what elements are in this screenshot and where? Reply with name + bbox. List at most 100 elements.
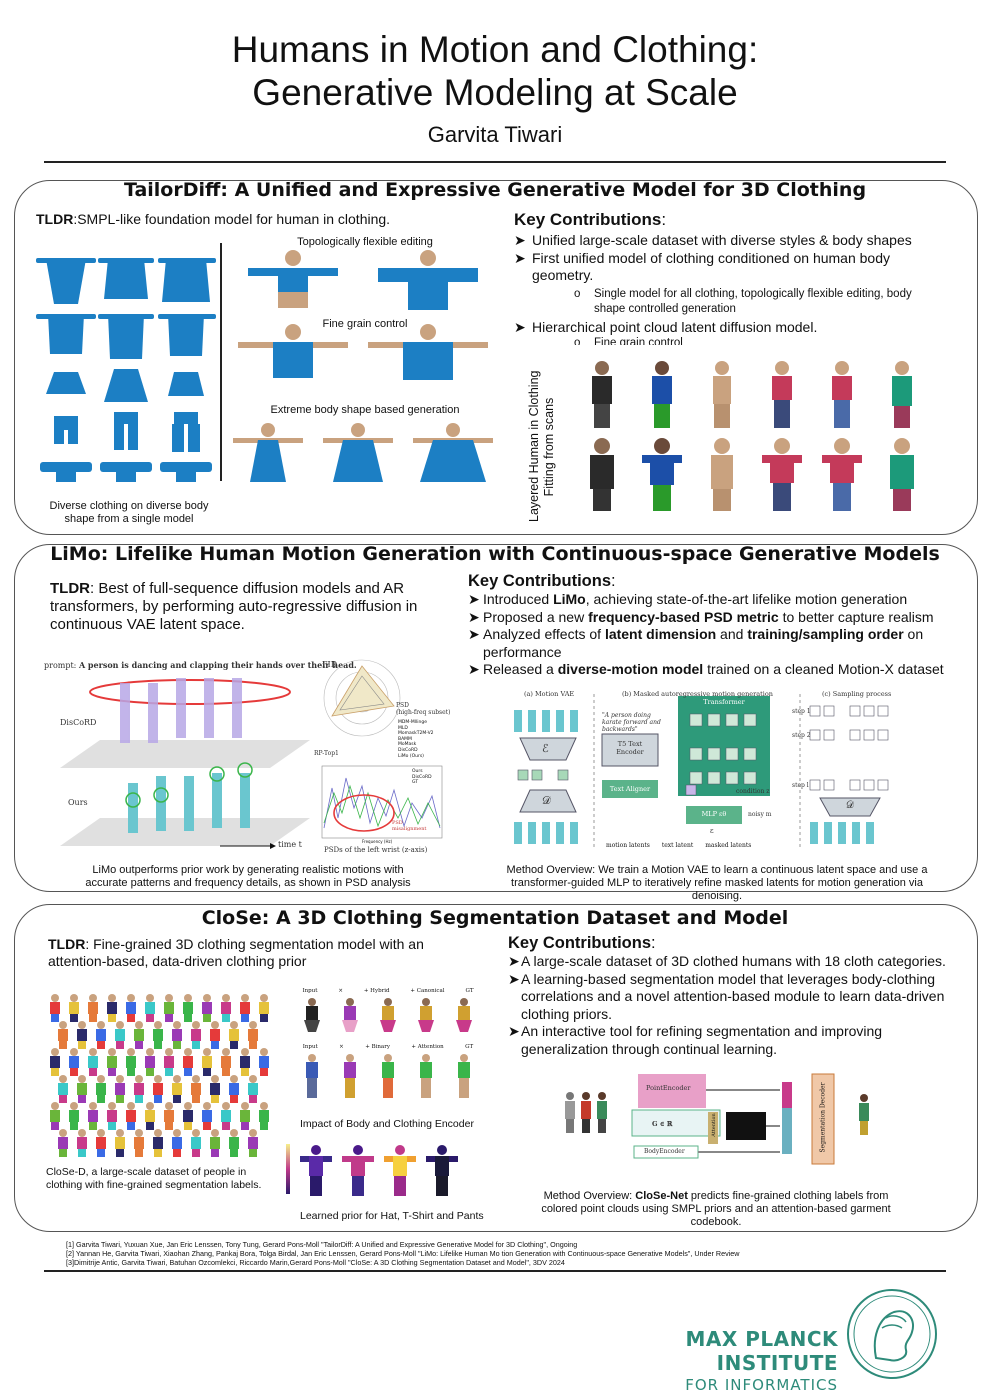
crowd-person-legs <box>78 1149 86 1157</box>
crowd-person-legs <box>146 1014 154 1022</box>
crowd-person <box>221 1056 231 1068</box>
section2-kc-item-4: ➤Released a diverse-motion model trained… <box>468 661 944 677</box>
section3-kc-item-3: ➤An interactive tool for refining segmen… <box>508 1023 883 1057</box>
crowd-person-legs <box>127 1122 135 1130</box>
crowd-person-head <box>97 1075 105 1083</box>
label-extreme: Extreme body shape based generation <box>270 404 460 416</box>
crowd-person-legs <box>135 1149 143 1157</box>
section2-contributions: Key Contributions: ➤Introduced LiMo, ach… <box>468 572 968 679</box>
crowd-person-head <box>249 1021 257 1029</box>
crowd-person-head <box>203 1048 211 1056</box>
crowd-person <box>77 1083 87 1095</box>
crowd-person <box>77 1029 87 1041</box>
crowd-person-head <box>59 1075 67 1083</box>
crowd-person-legs <box>116 1149 124 1157</box>
reference-3: [3]Dimitrije Antic, Garvita Tiwari, Batu… <box>66 1258 565 1267</box>
crowd-person <box>107 1002 117 1014</box>
crowd-person-legs <box>222 1014 230 1022</box>
metrics-figure: FID PSD(high-freq subset) RP-Top1 MDM-Ml… <box>312 658 462 858</box>
section1-title: TailorDiff: A Unified and Expressive Gen… <box>123 179 867 201</box>
crowd-person-legs <box>211 1041 219 1049</box>
section1-divider <box>220 243 222 481</box>
crowd-person-head <box>173 1021 181 1029</box>
vertical-label-box: Layered Human in Clothing Fitting from s… <box>525 370 565 522</box>
crowd-person-head <box>154 1075 162 1083</box>
psd-xlabel: Frequency (Hz) <box>362 839 393 844</box>
crowd-person-head <box>78 1075 86 1083</box>
fig-cond: condition z <box>736 788 770 795</box>
crowd-person-legs <box>146 1122 154 1130</box>
crowd-person-legs <box>173 1041 181 1049</box>
crowd-person-head <box>203 994 211 1002</box>
limo-method-figure: (a) Motion VAE (b) Masked autoregressive… <box>510 690 950 855</box>
crowd-person-legs <box>249 1149 257 1157</box>
crowd-person-legs <box>203 1014 211 1022</box>
garment-grid-figure <box>36 258 216 482</box>
fig-step-2: step 2 <box>792 732 811 739</box>
crowd-person <box>240 1002 250 1014</box>
crowd-person-legs <box>211 1095 219 1103</box>
crowd-person <box>202 1056 212 1068</box>
layered-humans-figure <box>590 361 914 511</box>
crowd-person-legs <box>108 1014 116 1022</box>
crowd-person-head <box>108 1048 116 1056</box>
crowd-person-legs <box>146 1068 154 1076</box>
crowd-person <box>50 1110 60 1122</box>
crowd-person <box>58 1029 68 1041</box>
crowd-person <box>172 1083 182 1095</box>
crowd-person <box>126 1110 136 1122</box>
crowd-person <box>88 1110 98 1122</box>
label-time: time t <box>278 840 302 849</box>
section2-kc-item-1: ➤Introduced LiMo, achieving state-of-the… <box>468 591 908 607</box>
crowd-person-head <box>241 1102 249 1110</box>
crowd-person-legs <box>108 1068 116 1076</box>
crowd-person <box>88 1002 98 1014</box>
crowd-person-legs <box>230 1149 238 1157</box>
crowd-person-head <box>211 1129 219 1137</box>
section2-tldr: TLDR: Best of full-sequence diffusion mo… <box>50 580 418 633</box>
close-net-figure: PointEncoder G ∈ ℝ BodyEncoder Attention… <box>560 1068 880 1168</box>
crowd-person-head <box>51 1048 59 1056</box>
crowd-person-legs <box>89 1014 97 1022</box>
minerva-logo-icon <box>847 1289 937 1379</box>
label-discord: DisCoRD <box>60 718 97 727</box>
fig-noisy: noisy m <box>748 811 772 818</box>
crowd-person <box>202 1110 212 1122</box>
mpi-logo-text: MAX PLANCK INSTITUTE FOR INFORMATICS <box>574 1327 838 1394</box>
crowd-person <box>134 1029 144 1041</box>
crowd-person-legs <box>135 1041 143 1049</box>
crowd-person-legs <box>192 1149 200 1157</box>
fig-quote: "A person doing karate forward and backw… <box>602 712 661 733</box>
crowd-person <box>191 1029 201 1041</box>
section-tailordiff <box>14 180 978 535</box>
crowd-person <box>248 1029 258 1041</box>
crowd-person-legs <box>184 1014 192 1022</box>
reference-2: [2] Yannan He, Garvita Tiwari, Xiaohan Z… <box>66 1249 740 1258</box>
prompt-label: prompt: <box>44 661 77 670</box>
crowd-person <box>259 1110 269 1122</box>
crowd-person-legs <box>51 1068 59 1076</box>
fig-transformer: Transformer <box>703 698 745 706</box>
crowd-person-head <box>260 1048 268 1056</box>
crowd-person-head <box>108 1102 116 1110</box>
crowd-person-legs <box>89 1122 97 1130</box>
crowd-person-head <box>222 1048 230 1056</box>
title-line-1: Humans in Motion and Clothing: <box>231 29 759 70</box>
section1-tldr: TLDR:SMPL-like foundation model for huma… <box>36 211 391 227</box>
crowd-person-legs <box>173 1095 181 1103</box>
crowd-person-legs <box>241 1068 249 1076</box>
radar-psd: PSD <box>396 702 409 709</box>
crowd-person <box>96 1137 106 1149</box>
section2-kc-item-3: ➤Analyzed effects of latent dimension an… <box>468 626 924 660</box>
crowd-person <box>191 1137 201 1149</box>
crowd-person <box>164 1002 174 1014</box>
label-ours: Ours <box>68 798 88 807</box>
crowd-person-head <box>97 1021 105 1029</box>
crowd-person-legs <box>165 1068 173 1076</box>
section1-kc-item-3: ➤Hierarchical point cloud latent diffusi… <box>514 318 818 335</box>
crowd-person <box>164 1056 174 1068</box>
